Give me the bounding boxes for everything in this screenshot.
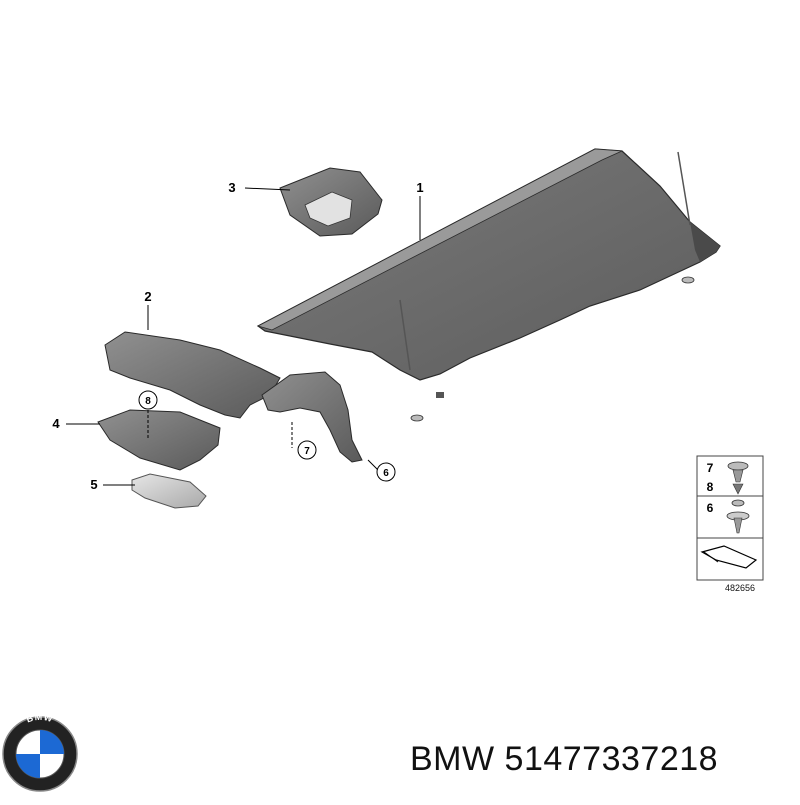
part-number: 51477337218 bbox=[504, 740, 719, 778]
legend-num-6: 6 bbox=[707, 501, 714, 515]
callout-7: 7 bbox=[304, 446, 310, 457]
bmw-logo-text: BMW bbox=[25, 712, 53, 724]
cover-part-5 bbox=[131, 473, 207, 509]
wedge-symbol-icon bbox=[700, 545, 758, 569]
curved-trim-part-6 bbox=[261, 371, 363, 463]
fastener-legend: 7 8 6 482656 bbox=[696, 455, 764, 593]
callout-2: 2 bbox=[144, 289, 151, 304]
side-trim-part-2 bbox=[104, 331, 281, 419]
callout-8-circle: 8 bbox=[138, 390, 158, 410]
callout-4: 4 bbox=[52, 416, 60, 431]
parcel-shelf-panel bbox=[256, 148, 721, 422]
bracket-part-4 bbox=[97, 409, 221, 471]
callout-labels: 3 1 2 4 5 bbox=[52, 180, 423, 492]
callout-6-circle: 6 bbox=[376, 462, 396, 482]
callout-5: 5 bbox=[90, 477, 97, 492]
push-rivet-icon bbox=[727, 461, 749, 483]
screw-icon bbox=[726, 499, 750, 534]
part-caption: BMW 51477337218 bbox=[410, 740, 718, 779]
brand-name: BMW bbox=[410, 740, 495, 778]
callout-3: 3 bbox=[228, 180, 235, 195]
clip-icon bbox=[732, 483, 744, 495]
legend-num-8: 8 bbox=[707, 480, 714, 494]
mount-frame-part-3 bbox=[279, 167, 383, 237]
callout-6: 6 bbox=[383, 468, 389, 479]
callout-8: 8 bbox=[145, 396, 151, 407]
callout-1: 1 bbox=[416, 180, 423, 195]
legend-num-7: 7 bbox=[707, 461, 714, 475]
svg-text:BMW: BMW bbox=[25, 712, 54, 724]
callout-7-circle: 7 bbox=[297, 440, 317, 460]
diagram-number: 482656 bbox=[725, 583, 755, 593]
bmw-logo: BMW bbox=[2, 712, 78, 792]
